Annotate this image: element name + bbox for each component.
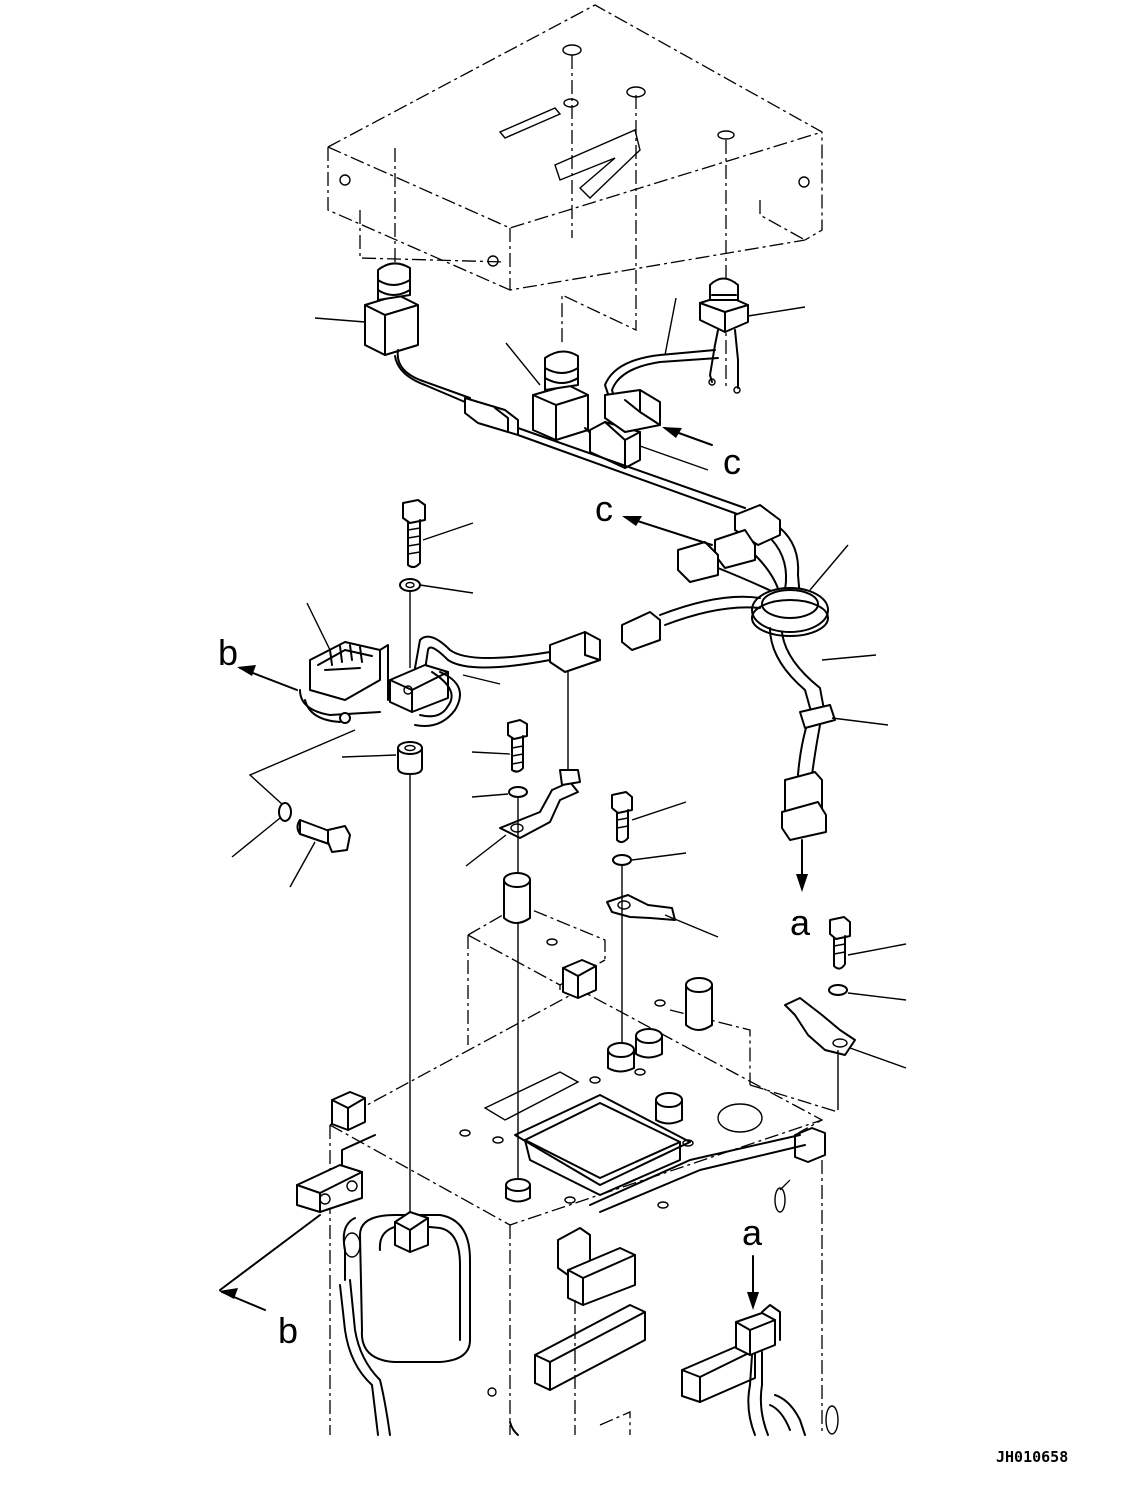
top-mounting-plate [327,4,823,390]
leader-line [639,445,709,471]
rotary-switch-left [364,262,471,403]
bracket-clip-3 [784,997,856,1056]
washer-4 [612,854,632,866]
leader-line [306,602,331,651]
leader-line [465,834,507,867]
callout-letter-c-lower: c [595,488,613,529]
washer-3 [508,786,528,798]
leader-line [631,801,687,821]
leader-line [849,1047,907,1069]
washer-1 [399,578,421,592]
leader-line [471,751,511,755]
main-wire-harness [517,427,801,601]
bolt-4 [611,791,633,844]
leader-line [341,754,397,758]
bolt-5 [829,916,851,970]
leader-line [314,317,366,323]
lower-mounting-frame [296,872,839,1436]
leader-line [631,852,687,861]
callout-letter-a-upper: a [790,902,811,943]
callout-letter-b-lower: b [278,1310,298,1351]
leader-line [847,992,907,1001]
relay-clamp-assembly [299,641,461,727]
branch-cable-down [769,627,836,841]
bolt-2 [296,819,351,853]
bolt-3 [507,719,528,773]
leader-line [505,342,541,386]
leader-line [747,306,806,317]
leader-line [664,914,719,938]
cable-connector-1 [464,397,519,436]
leader-line [419,584,474,594]
callout-letter-a-lower: a [742,1212,763,1253]
leader-line [289,841,316,888]
leader-line [248,729,356,806]
callout-letter-c-upper: c [723,441,741,482]
callout-letter-b-upper: b [218,632,238,673]
leader-line [831,717,889,726]
rotary-switch-middle [532,350,601,443]
indicator-lamp [699,277,749,394]
washer-5 [828,984,848,996]
drawing-code: JH010658 [996,1448,1068,1466]
leader-line [462,674,501,685]
spacer-collar [397,741,423,775]
leader-line [471,793,509,798]
bracket-clip-2 [606,894,676,921]
leader-line [422,522,474,541]
lamp-harness [604,349,719,433]
grommet [751,587,829,637]
branch-cable-left [414,595,761,673]
cable-connector-2 [589,421,641,469]
leader-line [809,544,849,591]
arrow-c-lower [624,516,713,546]
leader-line [231,817,281,858]
leader-line [847,943,907,956]
bolt-1 [402,499,426,569]
washer-2 [278,802,292,822]
leader-line [821,654,877,661]
leader-line [664,297,677,356]
leader-line [219,1214,321,1291]
bracket-clip-1 [499,769,581,839]
